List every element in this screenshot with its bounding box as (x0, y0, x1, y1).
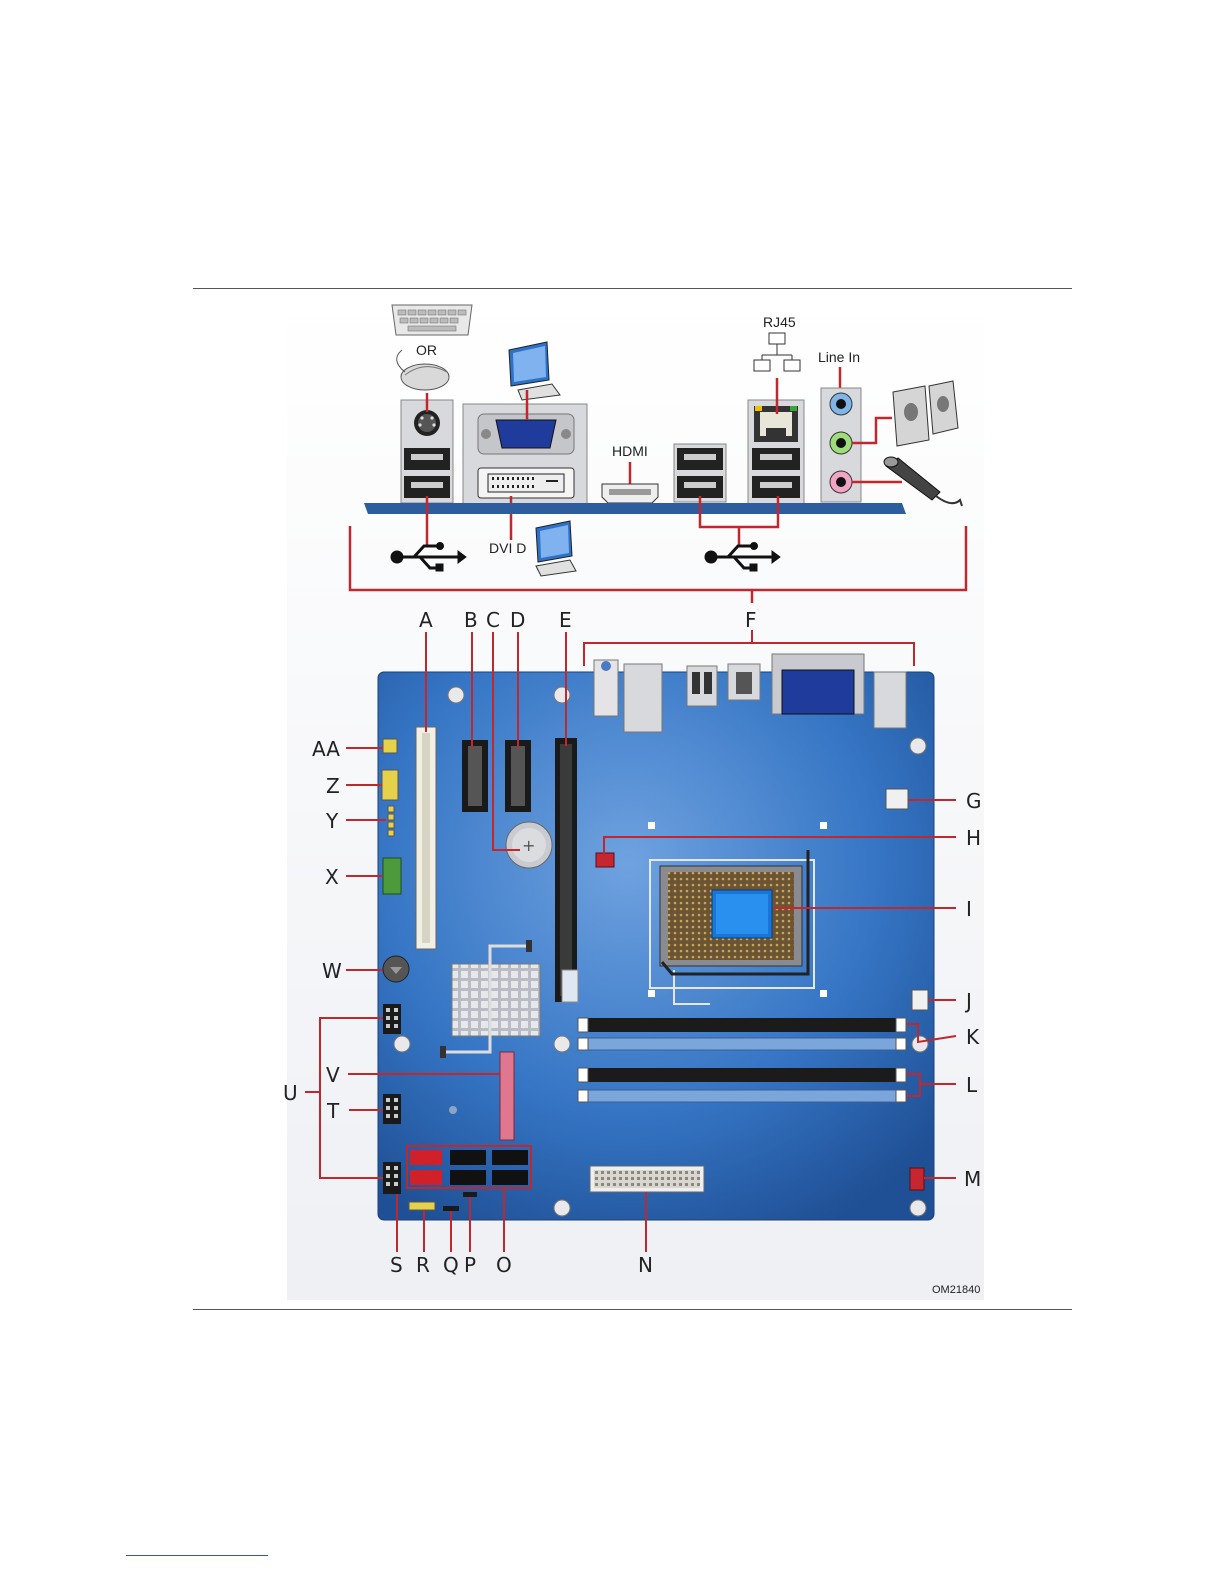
header-t (383, 1094, 401, 1124)
sata-port-black-1 (450, 1150, 486, 1165)
callout-n: N (638, 1253, 653, 1277)
callout-w: W (322, 959, 342, 983)
callout-p: P (464, 1253, 476, 1277)
callout-s: S (390, 1253, 403, 1277)
dimm-slot-k1 (578, 1018, 906, 1032)
header-v (500, 1052, 514, 1140)
callout-m: M (964, 1167, 981, 1191)
or-label: OR (416, 342, 437, 358)
sata-port-black-4 (492, 1170, 528, 1185)
svg-text:+: + (522, 836, 535, 855)
callout-aa: AA (312, 737, 340, 761)
sata-port-black-3 (492, 1150, 528, 1165)
header-q (443, 1206, 459, 1211)
callout-l: L (966, 1073, 978, 1097)
sata-port-black-2 (450, 1170, 486, 1185)
keyboard-icon (392, 305, 472, 335)
atx12v-connector (886, 789, 908, 809)
header-u-top (383, 1004, 401, 1034)
header-r (409, 1202, 435, 1210)
callout-a: A (419, 608, 433, 632)
fan-header-j (912, 990, 928, 1010)
line-in-label: Line In (818, 349, 860, 365)
board-pcb (378, 672, 934, 1220)
callout-r: R (416, 1253, 430, 1277)
chipset-heatsink (452, 964, 540, 1036)
callout-e: E (559, 608, 572, 632)
dimm-slot-k2 (578, 1038, 906, 1050)
rj45-label: RJ45 (763, 314, 796, 330)
header-s (383, 1162, 401, 1194)
callout-b: B (464, 608, 478, 632)
fan-header-m (910, 1168, 924, 1190)
dimm-slot-l2 (578, 1090, 906, 1102)
callout-j: J (964, 989, 972, 1013)
callout-x: X (325, 865, 339, 889)
callout-t: T (326, 1099, 340, 1123)
header-z (382, 770, 398, 800)
ps2-usb-connector-top (874, 672, 906, 728)
callout-u: U (283, 1081, 298, 1105)
sata-port-red-2 (410, 1170, 442, 1185)
monitor-icon-dvi (536, 521, 576, 576)
callout-d: D (510, 608, 525, 632)
sata-port-red-1 (410, 1150, 442, 1165)
lan-connector-top (624, 664, 662, 732)
callout-c: C (486, 608, 500, 632)
callout-z: Z (326, 774, 340, 798)
io-base-plate (364, 503, 906, 514)
usb-connector-top (687, 666, 717, 706)
dvi-label: DVI D (489, 540, 526, 556)
callout-k: K (966, 1025, 980, 1049)
callout-v: V (326, 1063, 340, 1087)
motherboard: + (378, 654, 934, 1220)
figure-id: OM21840 (932, 1284, 980, 1296)
header-x (383, 858, 401, 894)
callout-g: G (966, 789, 982, 813)
callout-y: Y (325, 809, 339, 833)
callout-h: H (966, 826, 981, 850)
callout-o: O (496, 1253, 512, 1277)
dimm-slot-l1 (578, 1068, 906, 1082)
hdmi-label: HDMI (612, 443, 648, 459)
header-p (463, 1192, 477, 1197)
callout-q: Q (443, 1253, 459, 1277)
callout-i: I (966, 897, 972, 921)
header-aa (383, 739, 397, 753)
callout-f: F (745, 608, 757, 632)
